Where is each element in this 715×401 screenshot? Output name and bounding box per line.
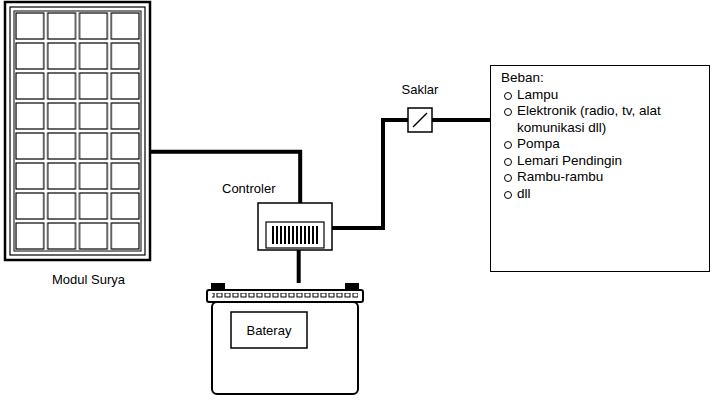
load-box: Beban: LampuElektronik (radio, tv, alat k…	[490, 65, 710, 272]
wire	[332, 120, 408, 228]
battery: Bateray	[207, 283, 363, 395]
list-heading-row: Beban:	[501, 70, 699, 87]
list-item: Pompa	[501, 136, 699, 153]
battery-lid	[207, 290, 363, 302]
wire	[297, 250, 301, 283]
bullet-circle	[504, 92, 512, 100]
load-item: dll	[517, 186, 679, 203]
solar-module-label: Modul Surya	[52, 272, 125, 288]
switch-housing	[408, 108, 432, 132]
switch-lever	[413, 113, 427, 127]
charge-controller: Controler	[258, 203, 332, 250]
list-item: Lampu	[501, 87, 699, 104]
load-item: Elektronik (radio, tv, alat komunikasi d…	[517, 103, 679, 136]
wire	[432, 118, 490, 122]
list-item: Rambu-rambu	[501, 169, 699, 186]
solar-cells	[14, 11, 141, 251]
bullet-circle	[504, 141, 512, 149]
battery-label-plate	[231, 312, 307, 348]
bullet-circle	[504, 191, 512, 199]
load-item: Lampu	[517, 87, 679, 104]
controller-front	[266, 222, 324, 248]
load-item: Rambu-rambu	[517, 169, 679, 186]
bullet-circle	[504, 108, 512, 116]
list-heading: Beban:	[501, 70, 544, 85]
list-item: Elektronik (radio, tv, alat komunikasi d…	[501, 103, 699, 136]
list-item: Lemari Pendingin	[501, 153, 699, 170]
charge-controller-label: Controler	[222, 181, 275, 197]
load-item: Lemari Pendingin	[517, 153, 679, 170]
wire	[150, 152, 300, 203]
battery-body	[212, 302, 358, 394]
battery-lid-cells	[212, 292, 358, 299]
bullet-circle	[504, 158, 512, 166]
controller-heatsink	[272, 226, 318, 244]
panel-inner-frame	[10, 7, 145, 255]
battery-label: Bateray	[231, 312, 307, 348]
switch: Saklar	[408, 108, 432, 132]
load-item: Pompa	[517, 136, 679, 153]
panel-frame	[5, 2, 150, 260]
solar-module: Modul Surya	[5, 2, 150, 260]
bullet-circle	[504, 174, 512, 182]
list-item: dll	[501, 186, 699, 203]
switch-label: Saklar	[402, 82, 439, 98]
controller-body	[258, 203, 332, 250]
